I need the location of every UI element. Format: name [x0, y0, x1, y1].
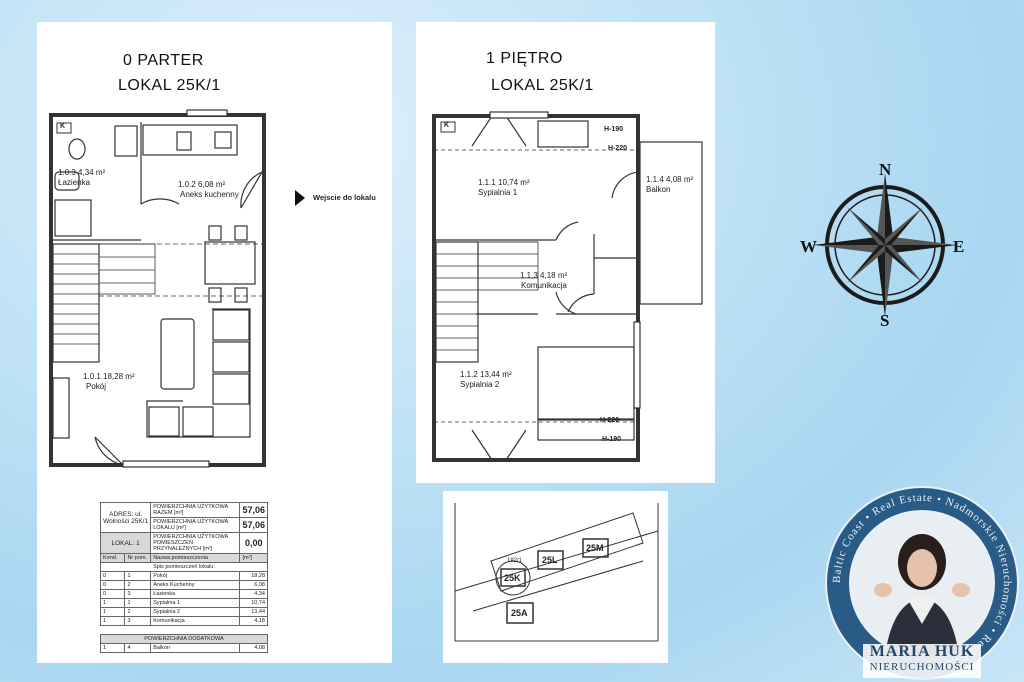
- first-floor-drawing: [432, 111, 703, 462]
- total-usable-value: 57,06: [239, 502, 268, 518]
- ground-floor-title: 0 PARTER: [123, 52, 204, 69]
- room-bedroom1-label: 1.1.1 10,74 m²: [478, 178, 530, 187]
- ground-floor-unit: LOKAL 25K/1: [118, 77, 221, 94]
- list-title: Spis pomieszczeń lokalu:: [100, 562, 268, 572]
- compass-west: W: [800, 237, 817, 256]
- aux-label: POWIERZCHNIA UŻYTKOWA POMIESZCZEŃ PRZYNA…: [150, 532, 241, 554]
- room-kitchen-label: 1.0.2 6,08 m²: [178, 180, 226, 189]
- room-balcony-name: Balkon: [646, 185, 671, 194]
- compass-north: N: [879, 160, 892, 179]
- agent-logo: Baltic Coast • Real Estate • Nadmorskie …: [825, 486, 1019, 680]
- header-area: [m²]: [239, 553, 268, 563]
- room-bedroom2-name: Sypialnia 2: [460, 380, 500, 389]
- header-nr: Nr pom.: [124, 553, 152, 563]
- room-bedroom1-name: Sypialnia 1: [478, 188, 518, 197]
- room-kitchen-name: Aneks kuchenny: [180, 190, 239, 199]
- first-floor-plan: 1 PIĘTRO LOKAL 25K/1: [416, 22, 715, 483]
- room-balcony-label: 1.1.4 4,08 m²: [646, 175, 694, 184]
- height-mark: H-190: [604, 126, 624, 133]
- compass-east: E: [953, 237, 965, 256]
- site-label-25m: 25M: [586, 543, 604, 553]
- site-label-25l: 25L: [542, 555, 558, 565]
- unit-usable-label: POWIERZCHNIA UŻYTKOWA LOKALU [m²]: [150, 517, 241, 533]
- agent-name: MARIA HUK: [869, 643, 975, 660]
- room-bedroom2-label: 1.1.2 13,44 m²: [460, 370, 512, 379]
- ground-floor-plan: 0 PARTER LOKAL 25K/1: [37, 22, 392, 663]
- height-mark: H-220: [600, 417, 620, 424]
- label-k: K: [444, 122, 450, 129]
- compass-rose: N S E W: [795, 160, 975, 330]
- ground-floor-drawing: [49, 109, 305, 468]
- height-mark: H-190: [602, 436, 622, 443]
- entrance-label: Wejscie do lokalu: [313, 193, 376, 202]
- room-hall-label: 1.1.3 4,18 m²: [520, 271, 568, 280]
- lokal-cell: LOKAL: 1: [99, 532, 152, 554]
- room-hall-name: Komunikacja: [521, 281, 567, 290]
- site-plan: 192/1 25K 25L 25M 25A: [443, 491, 668, 663]
- room-bathroom-name: Łazienka: [58, 178, 91, 187]
- compass-south: S: [880, 311, 890, 330]
- height-mark: H-220: [608, 145, 628, 152]
- agent-subtitle: NIERUCHOMOŚCI: [869, 661, 975, 673]
- unit-usable-value: 57,06: [239, 517, 268, 533]
- site-label-25k: 25K: [504, 573, 521, 583]
- header-kond: Kond.: [99, 553, 126, 563]
- aux-value: 0,00: [239, 532, 268, 554]
- site-label-25a: 25A: [511, 608, 528, 618]
- compass-icon: [813, 173, 957, 317]
- label-k: K: [60, 123, 66, 130]
- plot-number: 192/1: [507, 558, 523, 564]
- room-living-label: 1.0.1 18,28 m²: [83, 372, 135, 381]
- header-name: Nazwa pomieszczenia: [150, 553, 241, 563]
- room-bathroom-label: 1.0.3 4,34 m²: [58, 168, 106, 177]
- total-usable-label: POWIERZCHNIA UŻYTKOWA RAZEM [m²]: [150, 502, 241, 518]
- additional-title: POWIERZCHNIA DODATKOWA: [100, 634, 268, 644]
- agent-badge: Baltic Coast • Real Estate • Nadmorskie …: [823, 484, 1021, 682]
- areas-table: ADRES: ul. Wolności 25K/1 POWIERZCHNIA U…: [99, 502, 268, 653]
- first-floor-title: 1 PIĘTRO: [486, 50, 563, 67]
- room-living-name: Pokój: [86, 382, 107, 391]
- address-cell: ADRES: ul. Wolności 25K/1: [99, 502, 152, 533]
- site-plan-drawing: [454, 503, 659, 642]
- first-floor-unit: LOKAL 25K/1: [491, 77, 594, 94]
